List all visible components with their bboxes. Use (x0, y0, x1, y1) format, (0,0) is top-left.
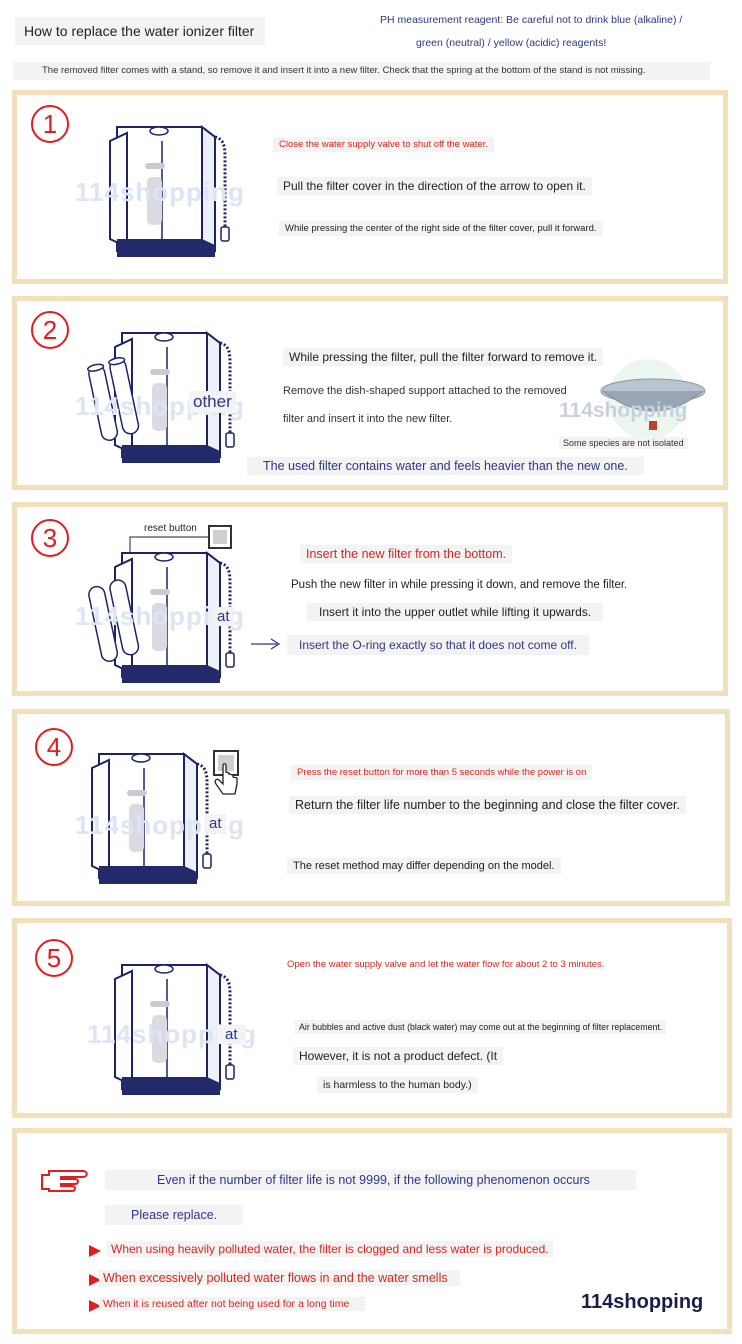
step-2-label: other (189, 391, 236, 413)
reagent-note-line1: PH measurement reagent: Be careful not t… (380, 14, 683, 26)
brand-logo: 114shopping (581, 1291, 704, 1313)
bullet-triangle-icon (89, 1300, 101, 1312)
bullet-triangle-icon (89, 1274, 101, 1286)
step-3-line-4: Insert the O-ring exactly so that it doe… (287, 635, 589, 655)
step-5-number: 5 (35, 939, 73, 977)
step-1-number: 1 (31, 105, 69, 143)
step-5-line-2: Air bubbles and active dust (black water… (295, 1020, 667, 1034)
replace-bullet-3: When it is reused after not being used f… (99, 1297, 366, 1311)
reset-button-icon (208, 525, 232, 549)
step-1-line-2: Pull the filter cover in the direction o… (277, 177, 592, 195)
page-title: How to replace the water ionizer filter (24, 23, 255, 39)
step-4-line-2: Return the filter life number to the beg… (289, 796, 686, 814)
watermark: 114shopping (75, 177, 245, 207)
step-5-line-1: Open the water supply valve and let the … (287, 959, 605, 970)
step-4-panel: 4 114shopping at Press the reset button … (12, 709, 730, 906)
stand-note: The removed filter comes with a stand, s… (42, 65, 646, 76)
step-2-line-1: While pressing the filter, pull the filt… (283, 348, 604, 366)
reset-button-icon (213, 750, 239, 776)
photo-caption: Some species are not isolated (559, 437, 688, 449)
step-2-line-4: The used filter contains water and feels… (247, 457, 644, 475)
step-5-label: at (217, 1025, 246, 1044)
step-4-line-3: The reset method may differ depending on… (287, 858, 561, 874)
bullet-triangle-icon (89, 1245, 101, 1257)
dish-support-photo (600, 359, 706, 439)
replace-bullet-2: When excessively polluted water flows in… (99, 1270, 460, 1286)
step-1-panel: 1 114shopping Close the water supply val… (12, 90, 728, 284)
step-3-panel: 3 reset button 114shopping at Insert the… (12, 502, 728, 696)
step-4-line-1: Press the reset button for more than 5 s… (291, 765, 593, 780)
step-2-line-2: Remove the dish-shaped support attached … (283, 385, 567, 397)
step-3-line-2: Push the new filter in while pressing it… (291, 579, 628, 591)
step-3-line-3: Insert it into the upper outlet while li… (307, 603, 604, 621)
step-3-line-1: Insert the new filter from the bottom. (300, 545, 513, 563)
reagent-note-line2: green (neutral) / yellow (acidic) reagen… (416, 37, 607, 49)
step-5-line-3: However, it is not a product defect. (It (293, 1047, 504, 1065)
step-4-label: at (205, 814, 226, 833)
step-1-line-3: While pressing the center of the right s… (279, 221, 603, 236)
step-3-label: at (213, 607, 234, 626)
filter-cartridge-illustration (88, 579, 140, 663)
replace-bullet-1: When using heavily polluted water, the f… (107, 1241, 553, 1257)
replace-panel: Even if the number of filter life is not… (12, 1128, 732, 1334)
reset-button-label: reset button (144, 523, 197, 534)
hand-pointer-icon (214, 763, 238, 795)
step-3-number: 3 (31, 519, 69, 557)
step-2-number: 2 (31, 311, 69, 349)
step-4-number: 4 (35, 728, 73, 766)
step-2-panel: 2 114shopping other While pressing the f… (12, 296, 728, 490)
filter-cartridge-illustration (87, 357, 140, 442)
replace-line-1: Even if the number of filter life is not… (105, 1170, 636, 1190)
replace-line-2: Please replace. (105, 1205, 244, 1225)
step-5-panel: 5 114shopping at Open the water supply v… (12, 918, 732, 1118)
step-1-line-1: Close the water supply valve to shut off… (273, 137, 494, 152)
step-5-line-4: is harmless to the human body.) (317, 1077, 478, 1093)
dish-watermark: 114shopping (559, 399, 688, 422)
arrow-right-icon (251, 638, 281, 650)
pointing-hand-icon (41, 1170, 88, 1192)
step-2-line-3: filter and insert it into the new filter… (283, 413, 453, 425)
